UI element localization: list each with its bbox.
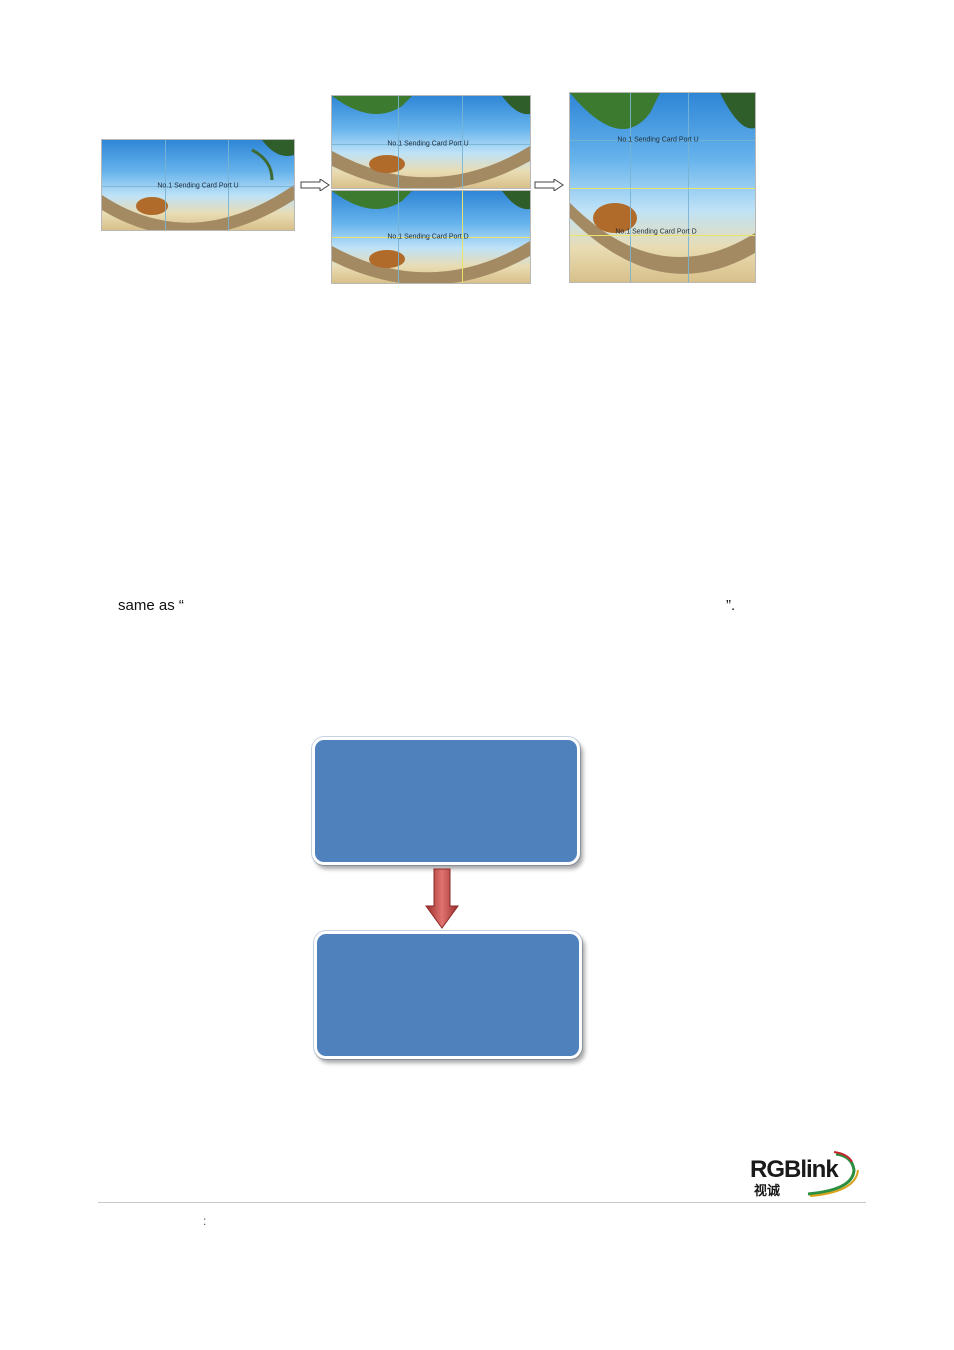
logo-swoosh-icon bbox=[807, 1151, 859, 1197]
panel-single: No.1 Sending Card Port U bbox=[101, 139, 295, 231]
logo-cn-text: 视诚 bbox=[754, 1184, 781, 1199]
body-text-suffix: ”. bbox=[726, 597, 736, 614]
hammock-scene-image bbox=[332, 96, 530, 188]
hammock-scene-image bbox=[570, 93, 755, 274]
panel-label: No.1 Sending Card Port U bbox=[617, 136, 699, 144]
down-arrow-icon bbox=[425, 868, 459, 929]
body-text-prefix: same as “ bbox=[118, 597, 184, 614]
panel-label: No.1 Sending Card Port D bbox=[615, 228, 697, 236]
footer-colon: : bbox=[203, 1214, 207, 1228]
flowchart-box-top bbox=[312, 737, 580, 865]
panel-label: No.1 Sending Card Port U bbox=[157, 182, 239, 190]
panel-split-bottom: No.1 Sending Card Port D bbox=[331, 190, 531, 284]
right-arrow-icon bbox=[534, 179, 564, 191]
panel-label: No.1 Sending Card Port U bbox=[387, 140, 469, 148]
flowchart-box-bottom bbox=[314, 931, 582, 1059]
panel-tall: No.1 Sending Card Port U No.1 Sending Ca… bbox=[569, 92, 756, 283]
logo-text: RGBlink bbox=[750, 1156, 839, 1183]
rgblink-logo: RGBlink 视诚 bbox=[748, 1150, 860, 1199]
hammock-scene-image bbox=[102, 140, 294, 230]
right-arrow-icon bbox=[300, 179, 330, 191]
panel-split-top: No.1 Sending Card Port U bbox=[331, 95, 531, 189]
panel-label: No.1 Sending Card Port D bbox=[387, 233, 469, 241]
hammock-scene-image bbox=[332, 191, 530, 283]
footer-divider bbox=[98, 1202, 866, 1203]
